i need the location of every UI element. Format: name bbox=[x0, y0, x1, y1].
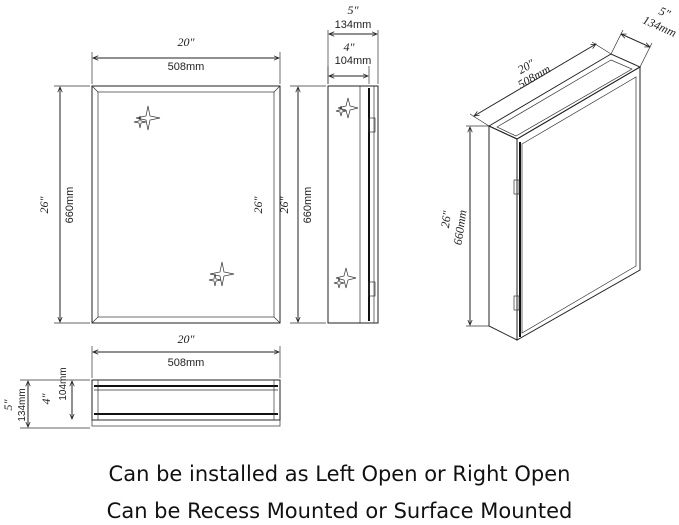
iso-top-face bbox=[487, 53, 642, 140]
sparkle-icon bbox=[208, 261, 235, 287]
front-inner-height-in: 26″ bbox=[251, 196, 265, 214]
side-view: 5″ 134mm 4″ 104mm 26″ 660mm bbox=[277, 3, 379, 324]
iso-side-face bbox=[488, 125, 518, 341]
isometric-view: 20″ 508mm 5″ 134mm 26″ 660mm bbox=[438, 4, 679, 341]
top-depth-in: 5″ bbox=[1, 399, 15, 411]
front-inner-frame bbox=[97, 91, 275, 318]
top-view: 20″ 508mm 5″ 134mm 4″ 104mm bbox=[1, 332, 281, 429]
iso-height-mm: 660mm bbox=[451, 209, 470, 246]
sparkle-icon bbox=[335, 97, 359, 119]
side-height-in: 26″ bbox=[277, 196, 291, 214]
front-width-in: 20″ bbox=[178, 35, 196, 49]
top-inner-depth-mm: 104mm bbox=[58, 367, 69, 400]
top-width-mm: 508mm bbox=[168, 357, 205, 369]
caption-install-direction: Can be installed as Left Open or Right O… bbox=[108, 462, 571, 486]
iso-front-face bbox=[516, 66, 641, 341]
caption-mount-type: Can be Recess Mounted or Surface Mounted bbox=[106, 499, 573, 523]
front-height-mm: 660mm bbox=[64, 187, 76, 224]
side-depth-in: 5″ bbox=[348, 3, 360, 17]
side-height-mm: 660mm bbox=[302, 187, 314, 224]
side-inner-depth-mm: 104mm bbox=[335, 55, 372, 67]
iso-height-in: 26″ bbox=[438, 209, 454, 229]
front-height-in: 26″ bbox=[37, 196, 51, 214]
front-view: 20″ 508mm 26″ 660mm 26″ bbox=[37, 35, 281, 324]
top-depth-mm: 134mm bbox=[17, 388, 28, 421]
front-outer-frame bbox=[91, 85, 281, 324]
side-body bbox=[327, 85, 379, 324]
sparkle-icon bbox=[133, 105, 161, 131]
top-inner-depth-in: 4″ bbox=[39, 393, 53, 405]
sparkle-icon bbox=[333, 267, 357, 289]
side-depth-mm: 134mm bbox=[335, 19, 372, 31]
top-width-in: 20″ bbox=[178, 332, 196, 346]
side-inner-depth-in: 4″ bbox=[344, 40, 356, 54]
front-width-mm: 508mm bbox=[168, 61, 205, 73]
